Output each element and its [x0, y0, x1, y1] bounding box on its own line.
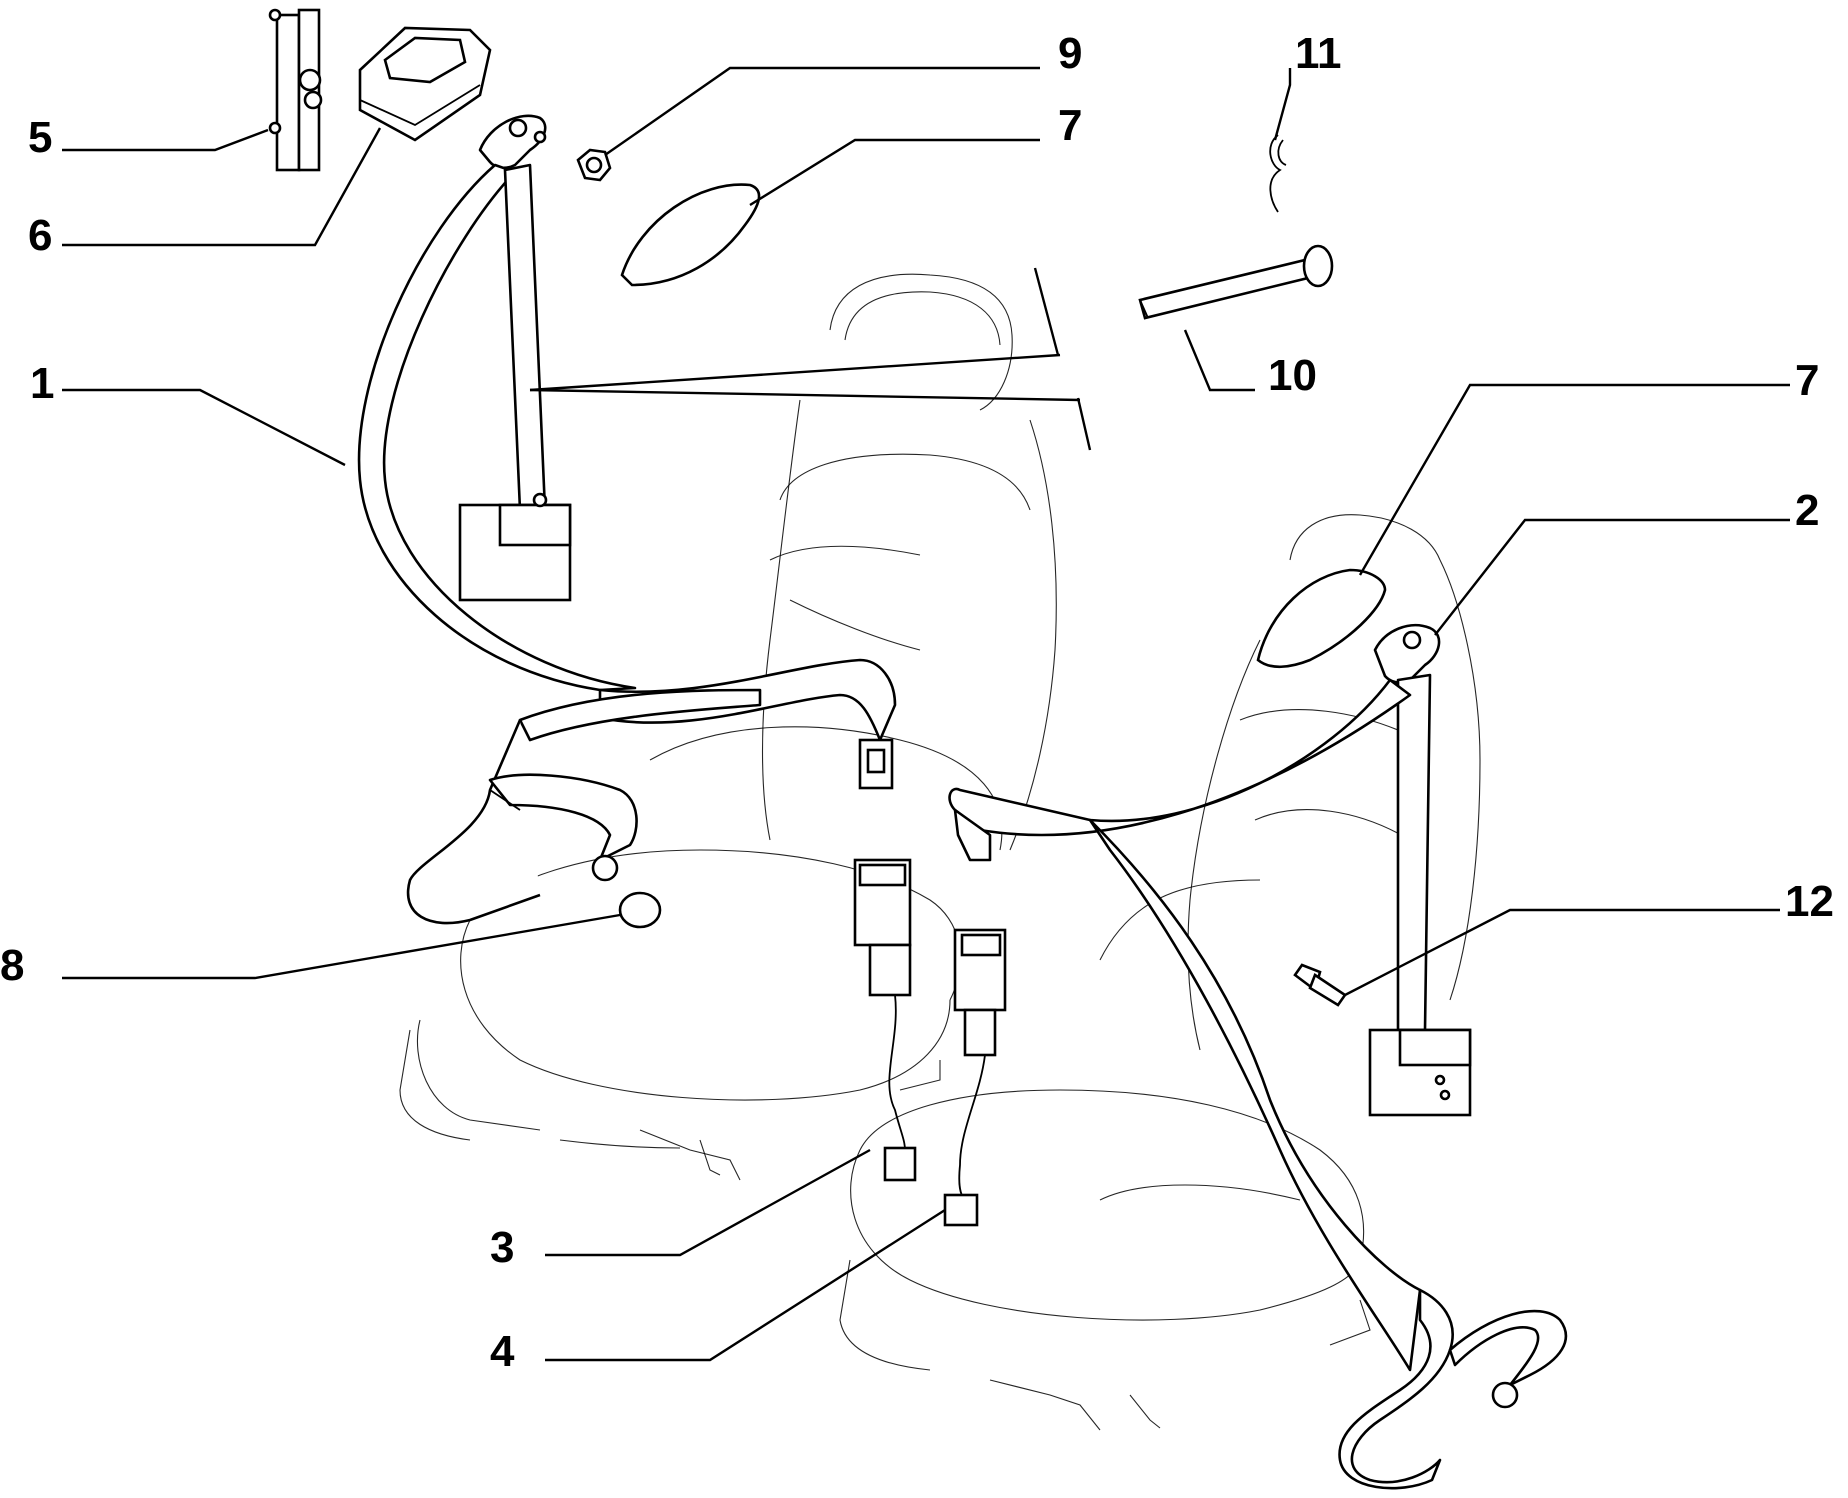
leader-5 — [62, 128, 269, 152]
callout-labels: 5 6 1 9 7 11 10 7 2 12 8 3 4 — [0, 29, 1834, 1376]
clip-part-11 — [1269, 134, 1287, 213]
callout-9: 9 — [1058, 29, 1082, 78]
leader-sight-1 — [529, 353, 1061, 392]
plug-part-8 — [618, 891, 662, 929]
leader-7-upper — [749, 138, 1040, 207]
leader-1 — [62, 388, 346, 467]
leader-3 — [545, 1148, 871, 1257]
leader-2 — [1434, 518, 1790, 636]
leader-10 — [1183, 329, 1255, 392]
callout-6: 6 — [28, 211, 52, 260]
leader-6 — [62, 127, 382, 247]
pin-part-10 — [1138, 244, 1334, 320]
leader-sight-4 — [1076, 397, 1092, 451]
callout-11: 11 — [1295, 29, 1342, 78]
buckle-part-4 — [943, 928, 1007, 1227]
callout-10: 10 — [1268, 351, 1317, 400]
leader-9 — [604, 66, 1040, 156]
callout-2: 2 — [1795, 486, 1819, 535]
callout-5: 5 — [28, 113, 52, 162]
housing-cover-part-6 — [358, 26, 492, 142]
leader-lines — [62, 66, 1790, 1362]
trim-cap-part-7-upper — [620, 183, 761, 287]
leader-sight-3 — [1033, 267, 1060, 356]
nut-part-9 — [576, 148, 612, 182]
callout-7-upper: 7 — [1058, 101, 1082, 150]
leader-sight-2 — [529, 388, 1081, 402]
callout-3: 3 — [490, 1223, 514, 1272]
right-seat-belt-part-2 — [948, 623, 1568, 1490]
callout-7-lower: 7 — [1795, 356, 1819, 405]
leader-8 — [62, 913, 621, 980]
callout-4: 4 — [490, 1327, 515, 1376]
leader-11 — [1273, 68, 1292, 141]
buckle-part-3 — [853, 858, 917, 1182]
callout-1: 1 — [30, 359, 54, 408]
bolt-part-12 — [1293, 963, 1347, 1007]
trim-cap-part-7-lower — [1256, 568, 1387, 669]
bracket-part-5 — [268, 8, 323, 172]
right-seat-outline — [839, 514, 1481, 1431]
leader-4 — [545, 1208, 946, 1362]
left-seat-outline — [399, 273, 1057, 1181]
callout-12: 12 — [1785, 877, 1834, 926]
left-seat-belt-part-1 — [357, 114, 897, 925]
leader-7-lower — [1358, 383, 1790, 576]
callout-8: 8 — [0, 941, 24, 990]
leader-12 — [1344, 908, 1780, 997]
